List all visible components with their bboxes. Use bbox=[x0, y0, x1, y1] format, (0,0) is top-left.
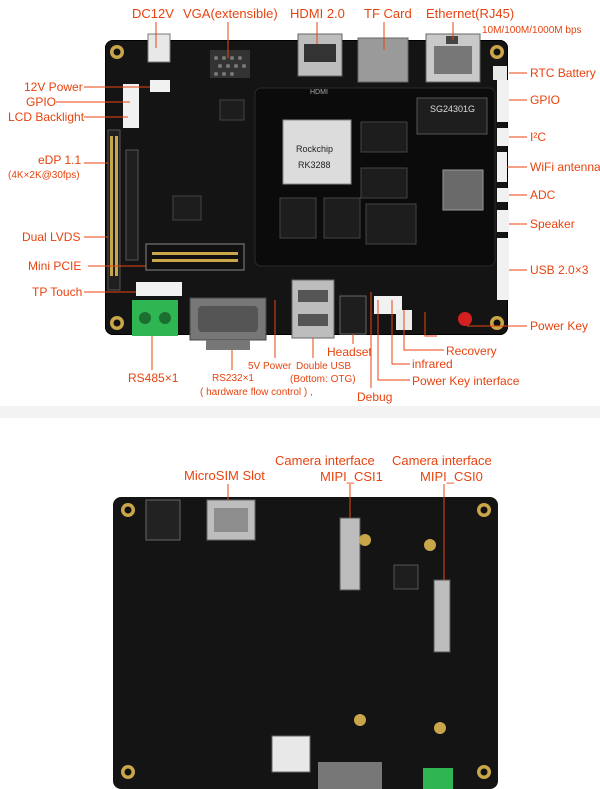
label-speaker: Speaker bbox=[530, 217, 575, 231]
label-power-key: Power Key bbox=[530, 319, 589, 333]
label-edp-res: (4K×2K@30fps) bbox=[8, 170, 80, 181]
label-vga: VGA(extensible) bbox=[183, 6, 278, 21]
label-12v-power: 12V Power bbox=[24, 80, 83, 94]
hdmi-silk-text: HDMI bbox=[310, 89, 328, 96]
pmic-text: SG24301G bbox=[430, 104, 476, 114]
label-recovery: Recovery bbox=[446, 344, 497, 358]
label-rs485: RS485×1 bbox=[128, 371, 179, 385]
label-wifi-antenna: WiFi antenna bbox=[530, 160, 600, 174]
label-mini-pcie: Mini PCIE bbox=[28, 259, 82, 273]
label-rs232: RS232×1 bbox=[212, 373, 254, 384]
label-tp-touch: TP Touch bbox=[32, 285, 83, 299]
label-cam1-port: MIPI_CSI1 bbox=[320, 469, 383, 484]
double-usb bbox=[291, 279, 335, 339]
label-i2c: I²C bbox=[530, 130, 546, 144]
label-tf-card: TF Card bbox=[364, 6, 412, 21]
label-gpio-right: GPIO bbox=[530, 93, 561, 107]
label-infrared: infrared bbox=[412, 357, 453, 371]
label-dual-lvds: Dual LVDS bbox=[22, 230, 81, 244]
label-double-usb: Double USB bbox=[296, 361, 352, 372]
label-microsim: MicroSIM Slot bbox=[184, 468, 265, 483]
label-debug: Debug bbox=[357, 390, 393, 404]
soc-chip bbox=[282, 119, 352, 185]
label-headset: Headset bbox=[327, 345, 372, 359]
label-hdmi: HDMI 2.0 bbox=[290, 6, 345, 21]
tf-slot bbox=[357, 37, 409, 83]
label-5v-power: 5V Power bbox=[248, 361, 292, 372]
label-cam1-title: Camera interface bbox=[275, 453, 375, 468]
label-power-key-interface: Power Key interface bbox=[412, 374, 520, 388]
mini-pcie-slot bbox=[145, 243, 245, 271]
soc-brand-text: Rockchip bbox=[296, 144, 334, 154]
label-lcd-backlight: LCD Backlight bbox=[8, 110, 85, 124]
label-rtc-battery: RTC Battery bbox=[530, 66, 596, 80]
dc-jack bbox=[147, 33, 171, 63]
section-separator bbox=[0, 406, 600, 418]
label-ethernet: Ethernet(RJ45) bbox=[426, 6, 515, 21]
label-ethernet-speed: 10M/100M/1000M bps bbox=[482, 25, 582, 36]
label-cam0-port: MIPI_CSI0 bbox=[420, 469, 483, 484]
label-cam0-title: Camera interface bbox=[392, 453, 492, 468]
rs485-terminal bbox=[132, 300, 178, 336]
label-rs232-note: ( hardware flow control ) , bbox=[200, 387, 313, 398]
soc-model-text: RK3288 bbox=[298, 160, 331, 170]
label-double-usb-note: (Bottom: OTG) bbox=[290, 374, 356, 385]
label-adc: ADC bbox=[530, 188, 556, 202]
label-edp: eDP 1.1 bbox=[38, 153, 82, 167]
leader-lines bbox=[56, 22, 527, 580]
label-dc12v: DC12V bbox=[132, 6, 174, 21]
label-gpio-left: GPIO bbox=[26, 95, 57, 109]
label-usb: USB 2.0×3 bbox=[530, 263, 589, 277]
